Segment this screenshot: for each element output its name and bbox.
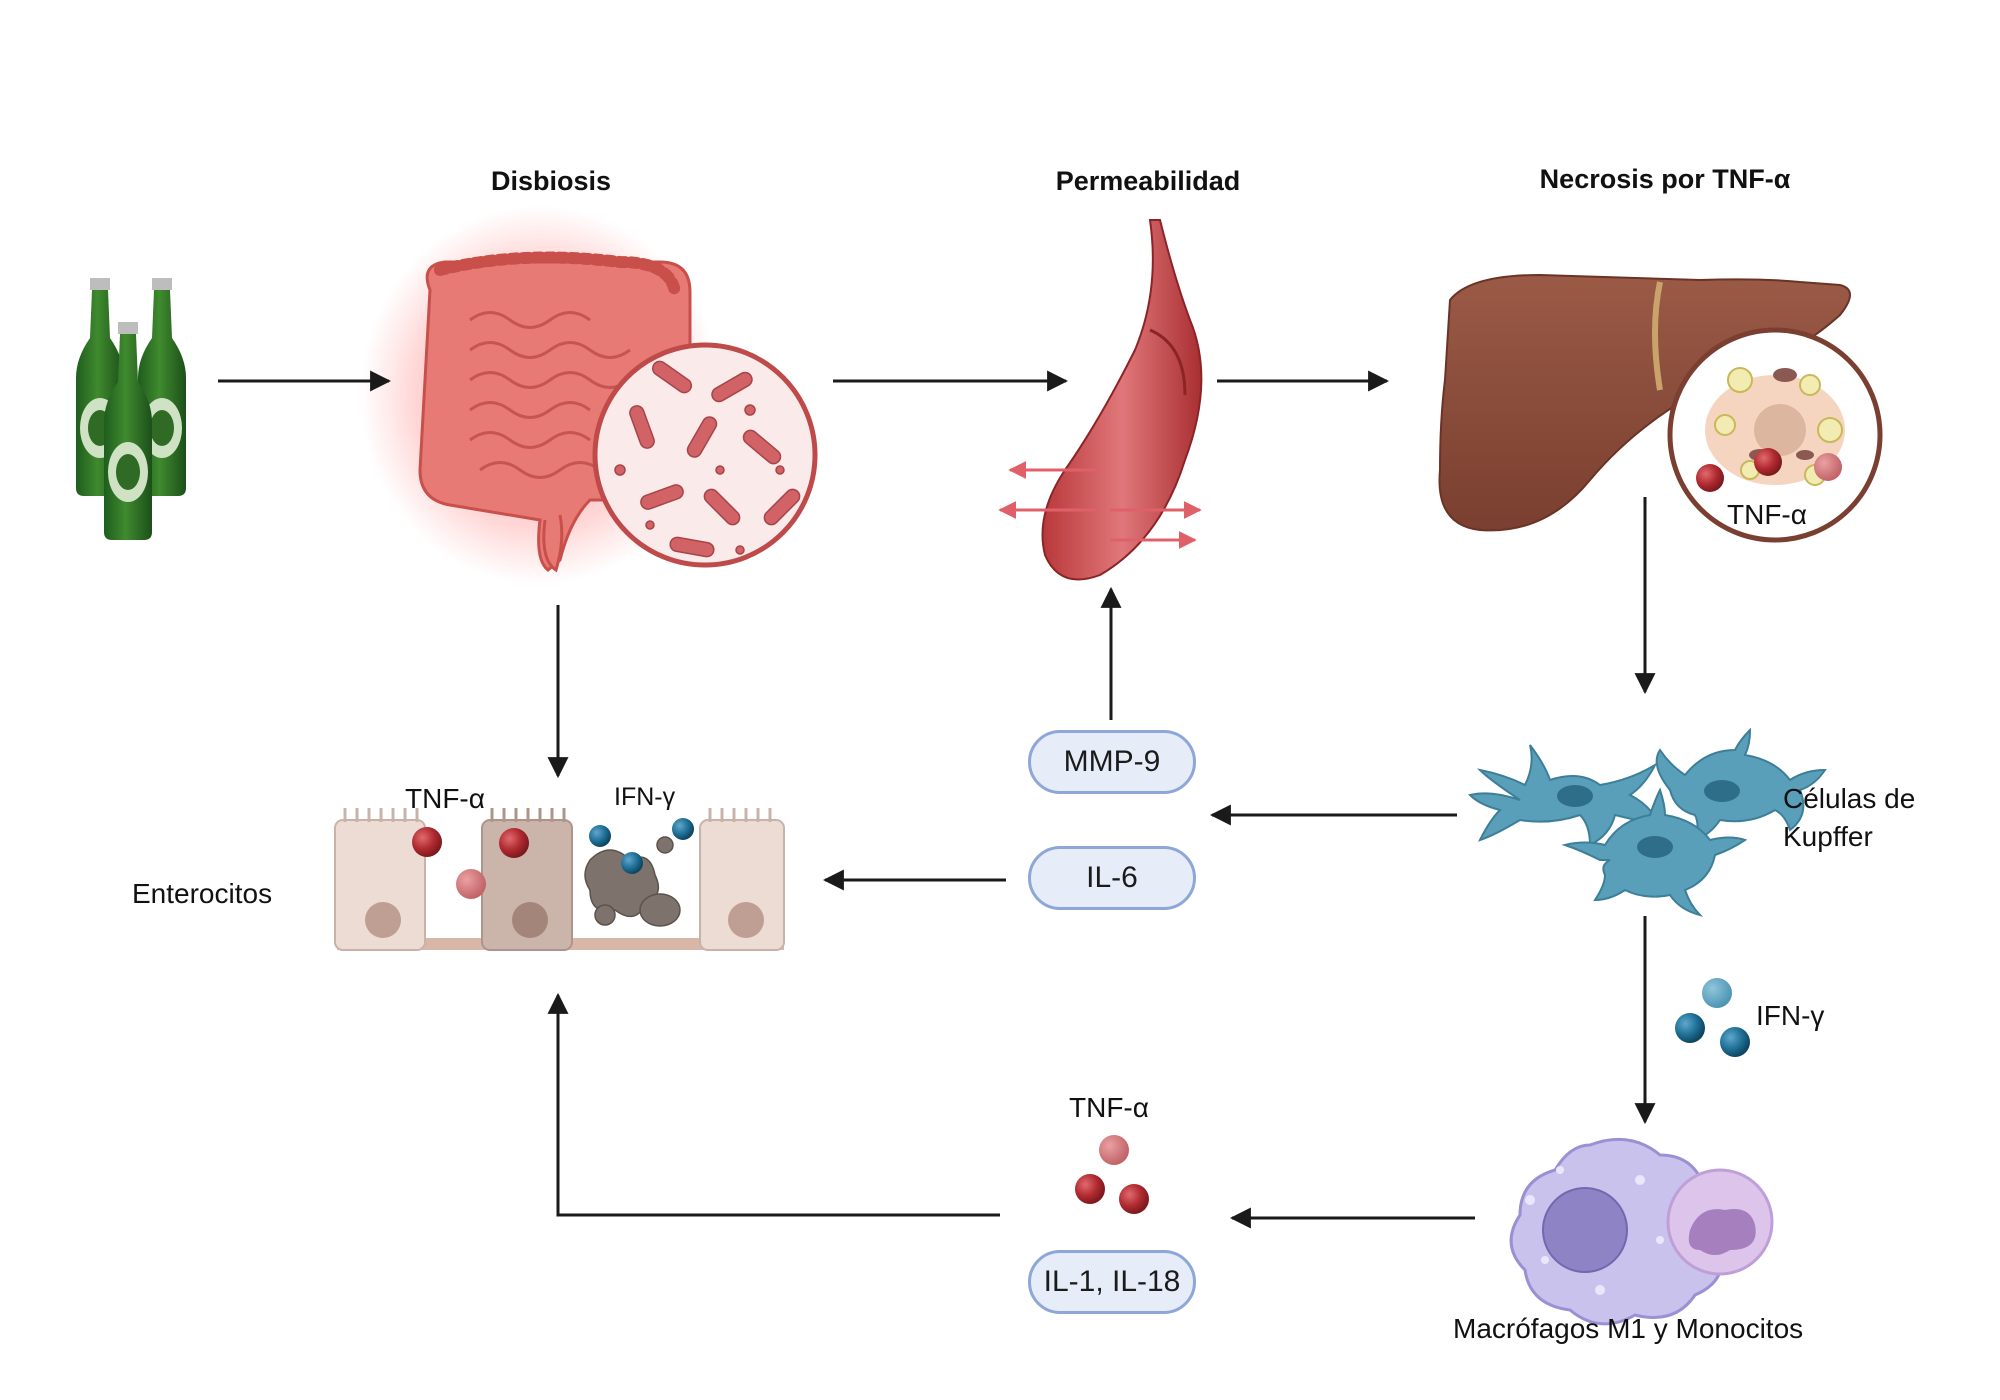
label-macrophages-monocytes: Macrófagos M1 y Monocitos [1453, 1313, 1804, 1344]
ifn-gamma-molecules-icon [1675, 978, 1750, 1057]
arrow-il1-to-enterocytes [547, 992, 1000, 1217]
label-enterocytes-tnf-alpha: TNF-α [405, 783, 485, 814]
necrosis-magnifier-icon [1667, 327, 1883, 543]
label-enterocytes-ifn-gamma: IFN-γ [614, 783, 676, 811]
title-dysbiosis: Disbiosis [490, 166, 612, 196]
label-tnf-alpha-bottom: TNF-α [1069, 1092, 1149, 1123]
kupffer-cells-icon [1468, 727, 1827, 917]
pill-il6: IL-6 [1028, 846, 1196, 910]
blood-vessel-icon [998, 219, 1203, 581]
monocyte-icon [1666, 1168, 1774, 1276]
title-permeability: Permeabilidad [1055, 166, 1241, 196]
label-kupffer-cells: Células de Kupffer [1783, 783, 1916, 852]
macrophage-icon [1509, 1137, 1727, 1326]
label-enterocytes: Enterocitos [132, 878, 273, 909]
pill-il1-il18: IL-1, IL-18 [1028, 1250, 1196, 1314]
beer-bottles-icon [76, 278, 186, 540]
label-ifn-gamma: IFN-γ [1756, 1000, 1825, 1031]
label-liver-tnf-alpha: TNF-α [1727, 499, 1807, 530]
tnf-alpha-molecules-icon [1075, 1135, 1149, 1214]
title-necrosis: Necrosis por TNF-α [1539, 164, 1791, 194]
pill-mmp9: MMP-9 [1028, 730, 1196, 794]
enterocytes-icon [334, 808, 785, 951]
bacteria-magnifier-icon [592, 342, 818, 568]
